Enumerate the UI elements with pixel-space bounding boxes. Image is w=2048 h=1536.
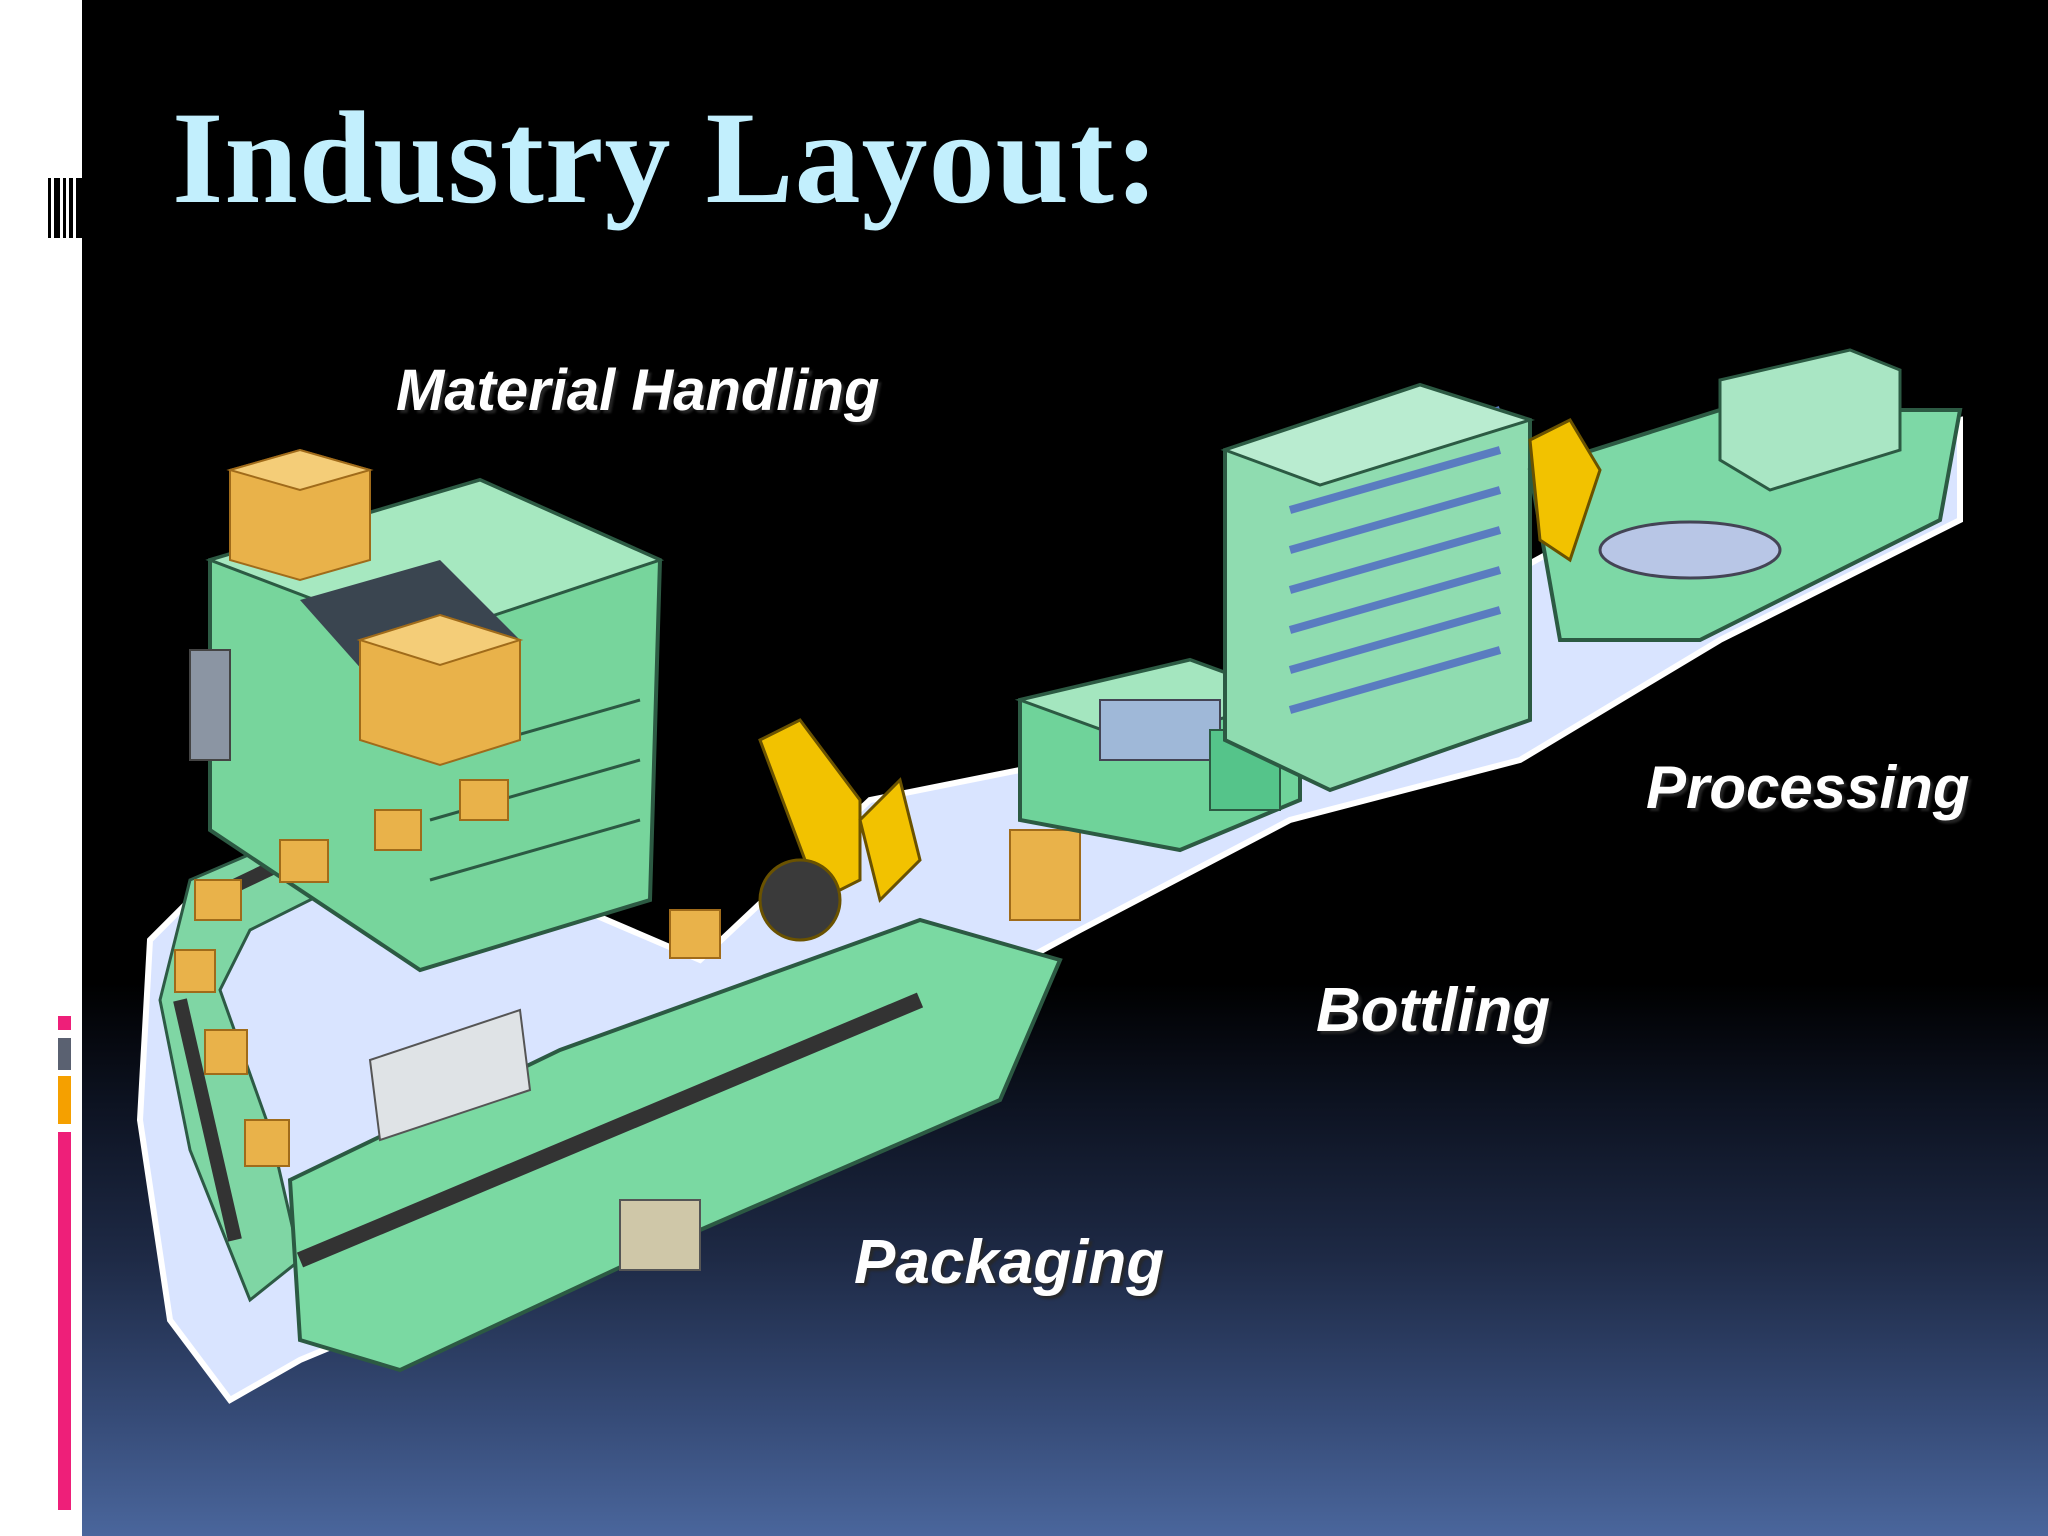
packaging-machine bbox=[287, 917, 1063, 1373]
barcode-decoration bbox=[63, 178, 66, 238]
barcode-decoration bbox=[54, 178, 60, 238]
label-material-handling: Material Handling bbox=[396, 358, 880, 423]
label-bottling: Bottling bbox=[1316, 976, 1551, 1045]
accent-bar-pink-top bbox=[58, 1016, 71, 1030]
label-packaging: Packaging bbox=[854, 1228, 1165, 1297]
accent-bar-amber bbox=[58, 1076, 71, 1124]
label-processing: Processing bbox=[1646, 754, 1970, 821]
sidebar-strip bbox=[0, 0, 82, 1536]
robot-arm bbox=[758, 718, 922, 942]
accent-bar-gray bbox=[58, 1038, 71, 1070]
barcode-decoration bbox=[69, 178, 73, 238]
barcode-decoration bbox=[76, 178, 82, 238]
processing-rack bbox=[1220, 382, 1536, 793]
processing-machine bbox=[1527, 348, 1963, 642]
accent-bar-pink bbox=[58, 1132, 71, 1510]
barcode-decoration bbox=[48, 178, 51, 238]
page-title: Industry Layout: bbox=[172, 84, 1160, 231]
